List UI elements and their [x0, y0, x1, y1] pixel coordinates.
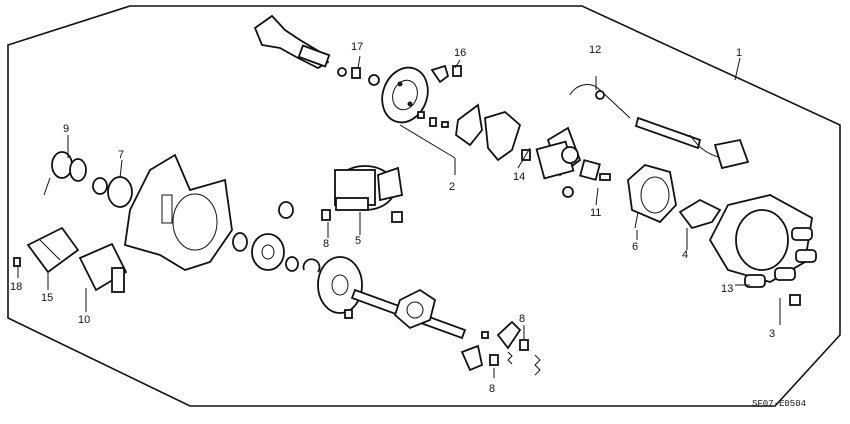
spacer-ring: [285, 256, 299, 272]
bearing-inner: [261, 244, 275, 260]
shield-plate: [455, 103, 483, 147]
spring: [534, 354, 541, 376]
callout-9: 9: [63, 123, 69, 135]
screw-8-upper: [321, 209, 331, 221]
clip-8-bottom: [489, 354, 499, 366]
screw-18: [13, 257, 21, 267]
pickup-housing-5: [334, 165, 404, 211]
coil-15: [26, 226, 80, 274]
igniter-11: [562, 159, 611, 198]
oil-seal-9: [43, 151, 87, 196]
snap-ring: [302, 258, 321, 273]
callout-5: 5: [355, 235, 361, 247]
distributor-housing: [123, 153, 233, 271]
callout-1: 1: [736, 47, 742, 59]
callout-17: 17: [351, 41, 363, 53]
callout-8-upper: 8: [323, 238, 329, 250]
callout-2: 2: [449, 181, 455, 193]
callout-15: 15: [41, 292, 53, 304]
washer: [92, 177, 108, 195]
callout-8-bottom: 8: [489, 383, 495, 395]
pin: [481, 331, 489, 339]
diagram-frame: [7, 5, 841, 407]
wiring-harness: [634, 116, 750, 170]
callout-7: 7: [118, 149, 124, 161]
spacer: [232, 232, 248, 252]
bearing: [251, 233, 285, 271]
cover-plate: [484, 110, 522, 162]
distributor-cap-13: [708, 194, 817, 306]
callout-16: 16: [454, 47, 466, 59]
clip-17: [337, 67, 380, 86]
callout-18: 18: [10, 281, 22, 293]
main-shaft: [350, 288, 467, 340]
callout-13: 13: [721, 283, 733, 295]
drawing-code: SF07-E0504: [752, 399, 806, 409]
callout-12: 12: [589, 44, 601, 56]
module-10: [78, 242, 128, 293]
bolt: [391, 211, 403, 223]
o-ring-7: [107, 176, 133, 208]
governor-shaft-assembly: [253, 14, 331, 70]
governor-weight-lower: [460, 344, 484, 372]
leader-lines: [17, 55, 781, 378]
clip-8-right: [519, 339, 529, 351]
callout-11: 11: [590, 207, 601, 219]
callout-3: 3: [769, 328, 775, 340]
callout-8-right: 8: [519, 313, 525, 325]
seal-washer: [278, 201, 294, 219]
vacuum-advance-6: [627, 164, 677, 229]
callout-14: 14: [513, 171, 525, 183]
rotor-4: [678, 198, 722, 230]
bracket-16: [430, 64, 462, 84]
reluctor-disc: [381, 66, 429, 124]
small-screws-2: [417, 111, 449, 128]
callout-4: 4: [682, 249, 688, 261]
screw-flange: [344, 309, 353, 319]
shaft-flange: [317, 256, 363, 314]
spring-2: [507, 351, 513, 365]
callout-6: 6: [632, 241, 638, 253]
pickup-coil-assembly: [535, 84, 631, 180]
callout-10: 10: [78, 314, 90, 326]
governor-weight-upper: [496, 320, 522, 350]
